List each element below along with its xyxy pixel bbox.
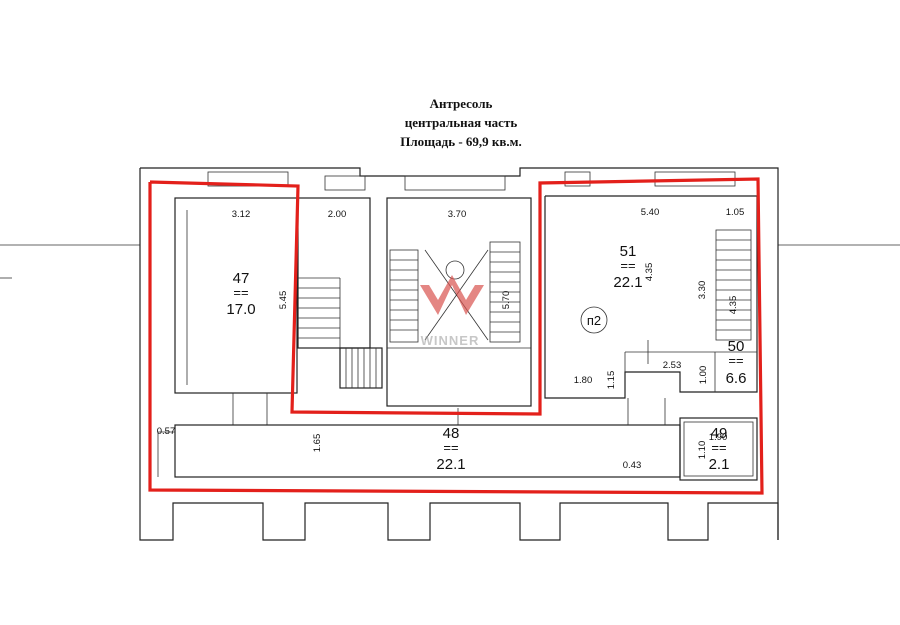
dim-4-35-b: 4.35 <box>728 296 739 315</box>
room-47-outline <box>174 197 298 425</box>
highlight-outline <box>148 177 764 495</box>
dim-1-65: 1.65 <box>312 434 323 453</box>
left-stair <box>297 197 383 389</box>
outer-walls <box>139 167 779 541</box>
dim-3-12: 3.12 <box>232 209 251 220</box>
room-50-label: 50 == 6.6 <box>726 338 747 387</box>
dim-1-15: 1.15 <box>606 371 617 390</box>
room-49-eq: == <box>711 440 726 455</box>
room-50-eq: == <box>728 353 743 368</box>
plan-title: Антресоль <box>430 96 493 111</box>
right-stair <box>715 229 752 341</box>
room-49-label: 49 == 2.1 <box>709 425 730 473</box>
corridor-48-outline <box>157 398 758 481</box>
dim-2-00: 2.00 <box>328 209 347 220</box>
watermark-text: WINNER <box>421 333 480 348</box>
dim-1-10: 1.10 <box>697 441 708 460</box>
dim-4-35-a: 4.35 <box>644 263 655 282</box>
room-51-label: 51 == 22.1 <box>613 243 642 291</box>
winner-watermark: WINNER <box>420 275 484 348</box>
dim-5-45: 5.45 <box>278 291 289 310</box>
plan-subtitle: центральная часть <box>405 115 518 130</box>
dim-5-40: 5.40 <box>641 207 660 218</box>
room-48-area: 22.1 <box>436 456 465 473</box>
dim-1-05: 1.05 <box>726 207 745 218</box>
room-51-outline <box>544 195 758 399</box>
dim-3-30: 3.30 <box>697 281 708 300</box>
room-51-eq: == <box>620 258 635 273</box>
room-51-area: 22.1 <box>613 274 642 291</box>
room-51-number: 51 <box>620 243 637 260</box>
room-47-number: 47 <box>233 270 250 287</box>
dim-1-00: 1.00 <box>698 366 709 385</box>
plan-area: Площадь - 69,9 кв.м. <box>400 134 522 149</box>
room-49-number: 49 <box>711 425 728 442</box>
dim-1-90: 1.90 <box>709 432 728 443</box>
room-49-area: 2.1 <box>709 456 730 473</box>
dim-0-57: 0.57 <box>157 426 176 437</box>
room-47-label: 47 == 17.0 <box>226 270 255 318</box>
room-50-number: 50 <box>728 338 745 355</box>
room-47-area: 17.0 <box>226 301 255 318</box>
room-47-eq: == <box>233 285 248 300</box>
dim-0-43: 0.43 <box>623 460 642 471</box>
p2-marker-circle <box>580 306 608 334</box>
p2-marker-label: п2 <box>587 313 601 328</box>
dim-3-70: 3.70 <box>448 209 467 220</box>
room-50-area: 6.6 <box>726 370 747 387</box>
room-48-eq: == <box>443 440 458 455</box>
dim-5-70: 5.70 <box>501 291 512 310</box>
room-48-number: 48 <box>443 425 460 442</box>
side-corridors <box>0 244 900 279</box>
dim-2-53: 2.53 <box>663 360 682 371</box>
dim-1-80: 1.80 <box>574 375 593 386</box>
room-48-label: 48 == 22.1 <box>436 425 465 473</box>
central-stair <box>386 197 532 425</box>
